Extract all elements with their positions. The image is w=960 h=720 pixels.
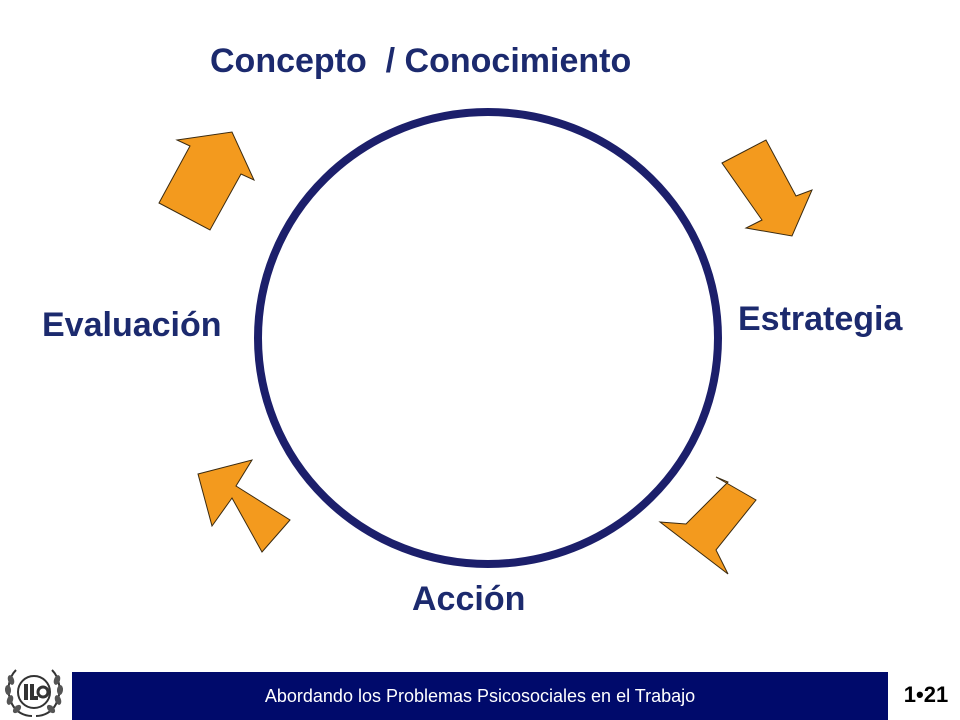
- arrow-top-right-icon: [721, 139, 813, 237]
- diagram-canvas: [158, 108, 813, 575]
- arrow-top-left-icon: [158, 131, 256, 231]
- ilo-logo-icon: [4, 669, 64, 717]
- page-number: 1•21: [903, 682, 949, 707]
- footer-title: Abordando los Problemas Psicosociales en…: [264, 685, 696, 706]
- label-accion: Acción: [412, 580, 526, 618]
- label-evaluacion: Evaluación: [42, 306, 222, 344]
- arrow-bottom-right-icon: [658, 476, 757, 575]
- label-concepto: Concepto / Conocimiento: [210, 42, 632, 80]
- label-estrategia: Estrategia: [738, 300, 903, 338]
- arrow-bottom-left-icon: [197, 459, 291, 553]
- footer-bar: Abordando los Problemas Psicosociales en…: [72, 672, 888, 720]
- cycle-circle: [254, 108, 722, 568]
